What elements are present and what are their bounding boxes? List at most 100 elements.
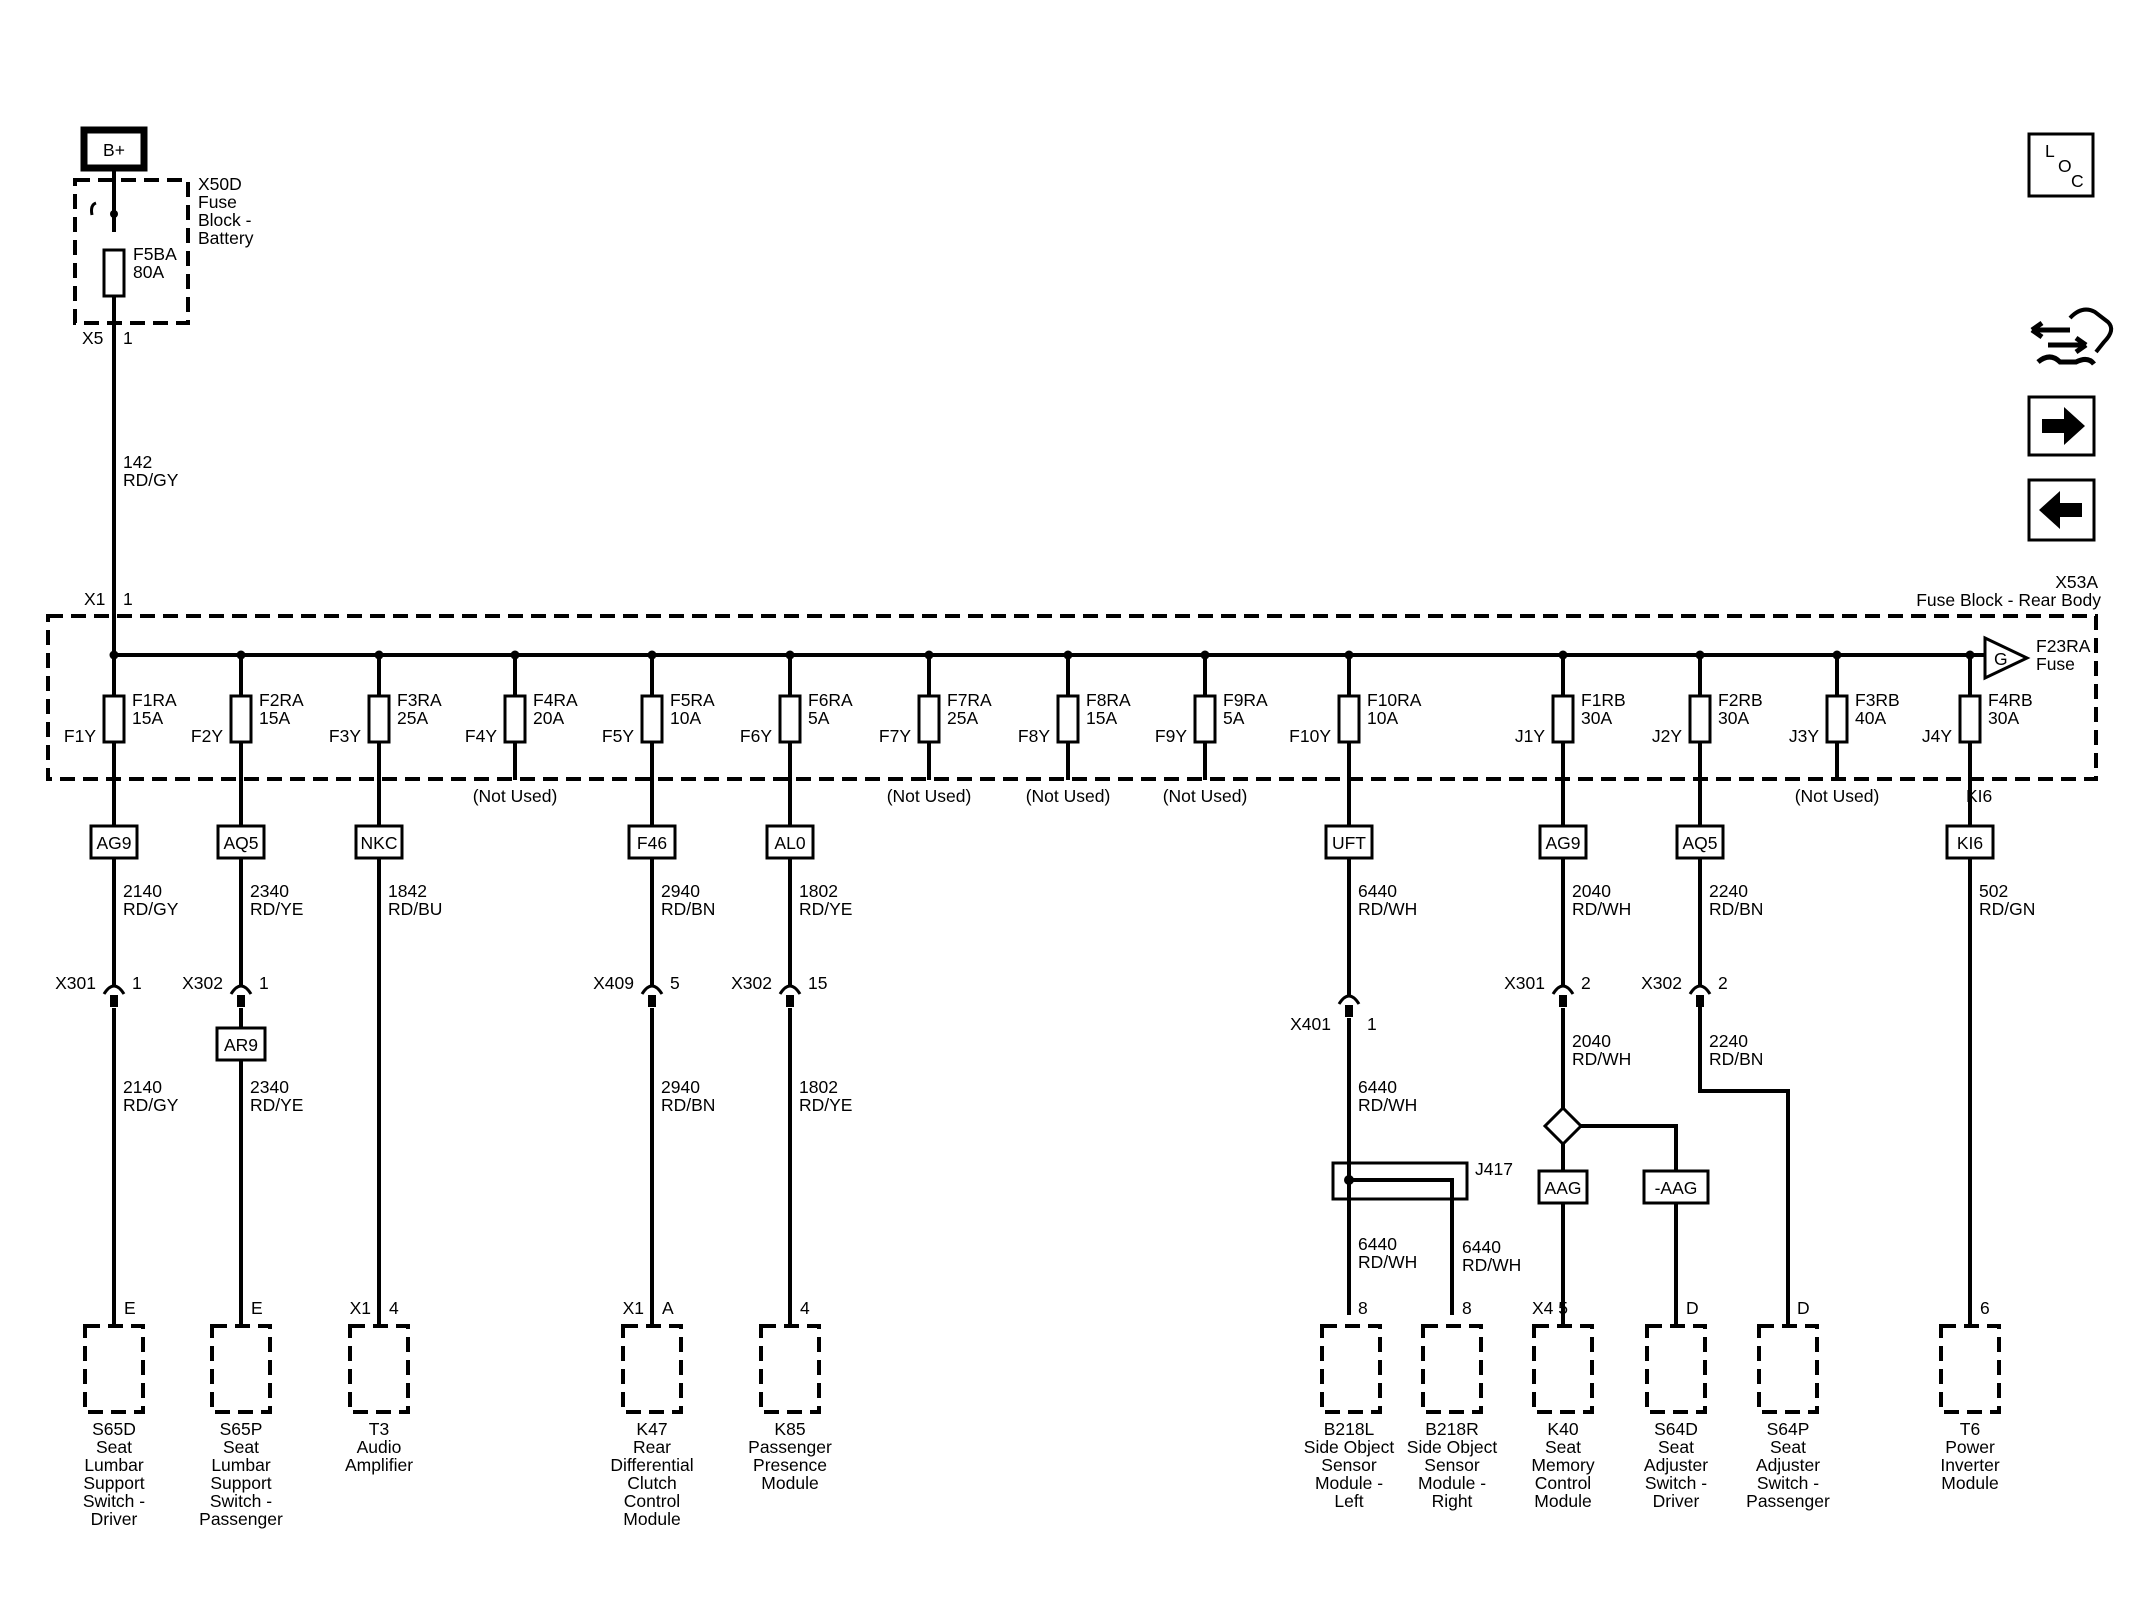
wire-f5ra-color-2: RD/BN [661, 1095, 715, 1115]
fuse-f9ra-name: F9RA [1223, 690, 1268, 710]
option-f46-box [627, 824, 677, 860]
connector-f1rb-pin: 2 [1581, 973, 1591, 993]
arrow-right-icon[interactable] [2027, 395, 2096, 457]
fuse-f5ba-rating: 80A [133, 262, 164, 282]
fuse-f4ra-rating: 20A [533, 708, 564, 728]
wire-f3ra-circuit: 1842 [388, 881, 427, 901]
arrow-left-icon[interactable] [2027, 478, 2096, 542]
fuse-f8ra-not-used: (Not Used) [1026, 786, 1111, 806]
connector-f10ra-pin: 1 [1367, 1014, 1377, 1034]
battery-positive-label: B+ [103, 140, 125, 160]
fuse-f1ra-terminal: F1Y [64, 726, 96, 746]
module-t3-name: T3 [369, 1419, 389, 1439]
fuse-f6ra-icon [778, 694, 802, 744]
module-name-line: B218L [1324, 1419, 1375, 1439]
side-object-branch: J417 6440 RD/WH 6440 RD/WH 8 8 B218LSide… [1304, 1080, 1521, 1511]
wire-f10ra-color: RD/WH [1358, 899, 1417, 919]
module-f3ra-pin: 4 [389, 1298, 399, 1318]
option-split-diamond-icon [1542, 1105, 1584, 1147]
battery-positive-symbol: B+ [80, 126, 148, 172]
fuse-f2ra-name: F2RA [259, 690, 304, 710]
fuse-f3ra-icon [367, 694, 391, 744]
wiring-harness-icon[interactable] [2030, 307, 2114, 366]
wire-f5ra-circuit: 2940 [661, 881, 700, 901]
fuse-f5ra-name: F5RA [670, 690, 715, 710]
module-f5ra-connector: X1 [623, 1298, 644, 1318]
fuse-f8ra-rating: 15A [1086, 708, 1117, 728]
fuse-f8ra-terminal: F8Y [1018, 726, 1050, 746]
fuse-f10ra-icon [1337, 694, 1361, 744]
wire-f1ra-circuit: 2140 [123, 881, 162, 901]
fuse-f3rb-rating: 40A [1855, 708, 1886, 728]
module-name-line: S64P [1767, 1419, 1810, 1439]
s64p-pin: D [1797, 1298, 1810, 1318]
module-name-line: Adjuster [1644, 1455, 1708, 1475]
module-name-line: Seat [1770, 1437, 1806, 1457]
module-k47-name: Clutch [627, 1473, 677, 1493]
module-t6-name: Power [1945, 1437, 1995, 1457]
module-name-line: Right [1432, 1491, 1473, 1511]
fuse-f4rb-rating: 30A [1988, 708, 2019, 728]
module-s65d-name: Driver [91, 1509, 138, 1529]
wire-f2rb-color: RD/BN [1709, 899, 1763, 919]
module-k47-name: Rear [633, 1437, 671, 1457]
module-t3 [348, 1324, 410, 1414]
connector-x302-icon [229, 984, 253, 995]
module-name-line: Driver [1653, 1491, 1700, 1511]
connector-x301-icon [1551, 984, 1575, 995]
fuse-f5ra-icon [640, 694, 664, 744]
module-name-line: Switch - [1645, 1473, 1707, 1493]
module-s65p [210, 1324, 272, 1414]
fuse-f6ra-terminal: F6Y [740, 726, 772, 746]
connector-x302-pin-block [237, 995, 245, 1007]
b218r-pin: 8 [1462, 1298, 1472, 1318]
option-al0: AL0 [774, 833, 805, 853]
fuse-f2rb-terminal: J2Y [1652, 726, 1682, 746]
module-s65d-name: S65D [92, 1419, 136, 1439]
module-f5ra-pin: A [662, 1298, 674, 1318]
wire-f1rb-color: RD/WH [1572, 899, 1631, 919]
connector-x409-icon [640, 984, 664, 995]
module-k47-name: Control [624, 1491, 680, 1511]
wire-f2ra-color: RD/YE [250, 899, 303, 919]
rear-block-name: Fuse Block - Rear Body [1916, 590, 2101, 610]
connector-f5ra-pin: 5 [670, 973, 680, 993]
fuse-f5ra-terminal: F5Y [602, 726, 634, 746]
module-name-line: B218R [1425, 1419, 1479, 1439]
connector-x401-icon [1337, 994, 1361, 1005]
module-k85-name: Module [761, 1473, 818, 1493]
module-name-line: Sensor [1424, 1455, 1480, 1475]
fuse-f3rb-terminal: J3Y [1789, 726, 1819, 746]
fuse-f2rb-name: F2RB [1718, 690, 1763, 710]
fuse-block-battery-name-1: X50D [198, 174, 242, 194]
connector-f6ra-pin: 15 [808, 973, 827, 993]
option-aq5: AQ5 [1682, 833, 1717, 853]
module-name-line: Memory [1531, 1455, 1594, 1475]
module-name-line: S64D [1654, 1419, 1698, 1439]
module-f3ra-connector: X1 [350, 1298, 371, 1318]
connector-f1rb-name: X301 [1504, 973, 1545, 993]
fuse-f1ra-rating: 15A [132, 708, 163, 728]
fuse-f10ra-name: F10RA [1367, 690, 1422, 710]
module-k47-name: Module [623, 1509, 680, 1529]
connector-x301-pin-block [110, 995, 118, 1007]
fuse-f7ra-name: F7RA [947, 690, 992, 710]
location-icon[interactable]: L O C [2027, 132, 2095, 198]
module-s65p-name: Seat [223, 1437, 259, 1457]
wire-f1rb-color-2: RD/WH [1572, 1049, 1631, 1069]
splice-left-wire-color: RD/WH [1358, 1252, 1417, 1272]
loc-letter-c: C [2071, 171, 2084, 191]
fuse-f2ra-rating: 15A [259, 708, 290, 728]
wire-f2ra-circuit-2: 2340 [250, 1077, 289, 1097]
fuse-f6ra-rating: 5A [808, 708, 830, 728]
wire-f10ra-color-2: RD/WH [1358, 1095, 1417, 1115]
wire-f5ra-color: RD/BN [661, 899, 715, 919]
fuse-f8ra-icon [1056, 694, 1080, 744]
connector-f6ra-name: X302 [731, 973, 772, 993]
connector-x301-pin-block [1559, 995, 1567, 1007]
module-b218l [1320, 1324, 1382, 1414]
